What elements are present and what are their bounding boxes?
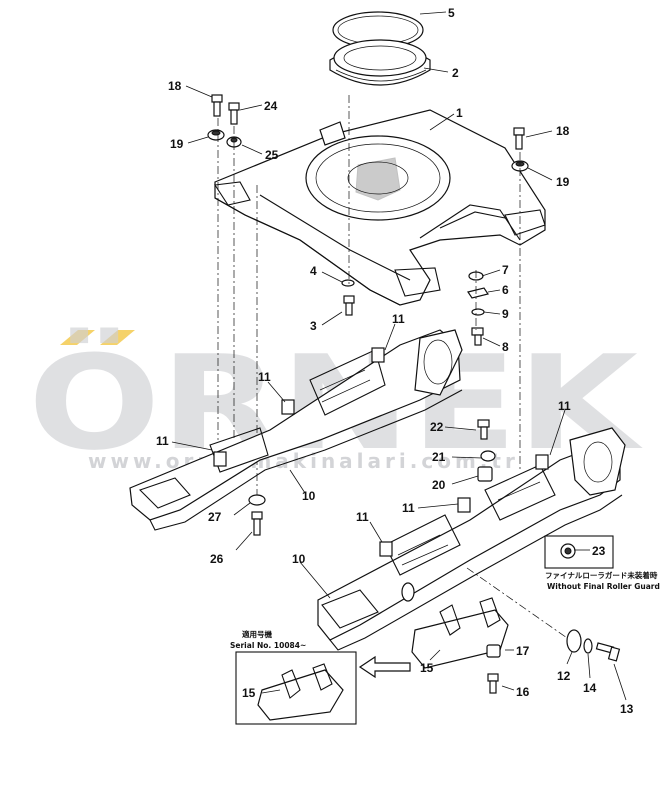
washer-27 [248,494,266,506]
guard-note-jp: ファイナルローラガード未装着時 [545,570,658,580]
callout-11-b: 11 [258,370,271,384]
track-frame-left [129,329,463,531]
callout-21: 21 [432,450,446,464]
callout-24: 24 [264,99,278,113]
bolt-18-right [513,127,525,150]
callout-11-c: 11 [156,434,169,448]
callout-7: 7 [502,263,509,277]
callout-1: 1 [456,106,463,120]
callout-11-f: 11 [356,510,369,524]
callout-12: 12 [557,669,571,683]
washer-14 [583,638,593,654]
guard-note-en: Without Final Roller Guard [547,582,660,591]
callout-17: 17 [516,644,530,658]
callout-18-right: 18 [556,124,570,138]
nut-17 [486,644,501,658]
callout-10-b: 10 [292,552,306,566]
serial-note-en: Serial No. 10084~ [230,641,306,650]
callout-14: 14 [583,681,597,695]
bolt-26 [251,511,263,536]
callout-2: 2 [452,66,459,80]
bolt-24 [228,102,240,125]
washer-19-right [511,160,529,172]
callout-9: 9 [502,307,509,321]
watermark-url: www.ornekmakinalari.com.tr [88,449,519,473]
callout-19-right: 19 [556,175,570,189]
cover-12 [566,629,582,653]
serial-note-jp: 適用号機 [242,629,272,639]
callout-25: 25 [265,148,279,162]
washer-9 [471,308,485,316]
callout-22: 22 [430,420,444,434]
callout-6: 6 [502,283,509,297]
callout-18-left: 18 [168,79,182,93]
bolt-16 [487,673,499,694]
callout-26: 26 [210,552,224,566]
bolt-13 [595,642,621,662]
callout-8: 8 [502,340,509,354]
callout-10-a: 10 [302,489,316,503]
arrow-to-serial-box [358,655,411,679]
callout-4: 4 [310,264,317,278]
block-20 [477,466,493,482]
callout-13: 13 [620,702,634,716]
swing-seal [329,39,431,86]
callout-11-d: 11 [558,399,571,413]
callout-15-a: 15 [242,686,256,700]
callout-11-a: 11 [392,312,405,326]
bolt-22 [477,419,490,440]
washer-4 [341,279,355,287]
washer-19-left [207,129,225,141]
serial-box [235,651,357,725]
callout-3: 3 [310,319,317,333]
guard-option-box [544,535,614,569]
callout-27: 27 [208,510,222,524]
main-frame [214,109,546,306]
plate-6 [467,287,489,299]
callout-20: 20 [432,478,446,492]
leader-lines [171,11,627,701]
callout-19-left: 19 [170,137,184,151]
callout-labels: 5 2 1 18 24 19 25 18 19 4 3 7 6 9 8 11 1… [156,6,660,716]
bolt-18-left [211,94,223,117]
callout-23: 23 [592,544,606,558]
callout-5: 5 [448,6,455,20]
cap-21 [480,450,496,462]
bolt-8 [471,327,484,346]
callout-15-b: 15 [420,661,434,675]
callout-16: 16 [516,685,530,699]
callout-11-e: 11 [402,501,415,515]
track-frame-right [317,427,626,651]
bolt-3 [343,295,355,316]
